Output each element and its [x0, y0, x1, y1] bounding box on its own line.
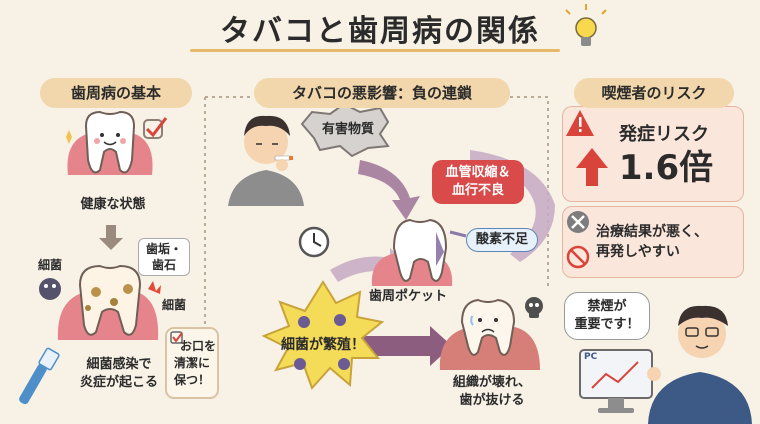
page-title: タバコと歯周病の関係 [220, 14, 540, 49]
clean-line1: お口を [179, 339, 216, 353]
bacteria2-label: 細菌 [161, 298, 186, 312]
quit-line2: 重要です！ [574, 317, 640, 332]
bacteria-multiply-label: 細菌が繁殖！ [281, 337, 365, 353]
vasoconstriction-badge: 血管収縮＆ 血行不良 [432, 160, 524, 204]
result-line1: 組織が壊れ、 [452, 375, 532, 390]
section-risk-header: 喫煙者のリスク [574, 78, 734, 108]
pocket-tooth-icon [371, 218, 453, 286]
plaque-line2: 歯石 [151, 258, 176, 272]
clean-line2: 清潔に [173, 356, 210, 370]
doctor-illustration [647, 305, 752, 424]
up-arrow-icon [576, 148, 608, 186]
periodontal-pocket-label: 歯周ポケット [368, 289, 447, 304]
monitor-label: PC [584, 352, 598, 362]
oxygen-shortage-badge: 酸素不足 [466, 228, 538, 252]
vaso-line1: 血管収縮＆ [445, 165, 511, 180]
section-basics-header: 歯周病の基本 [40, 78, 192, 108]
tissue-destroyed-text: 組織が壊れ、 歯が抜ける [436, 374, 548, 410]
harmful-substance-label: 有害物質 [321, 122, 374, 137]
skull-icon [525, 297, 543, 318]
toothbrush-icon [19, 347, 60, 405]
warning-icon [566, 110, 594, 136]
diseased-tooth-icon [57, 264, 159, 340]
clock-icon [298, 226, 330, 258]
monitor-icon [579, 349, 653, 413]
healthy-tooth-icon [67, 110, 153, 175]
bacteria-burst [261, 280, 385, 390]
quit-smoking-bubble: 禁煙が 重要です！ [564, 292, 650, 340]
prohibited-icon [566, 245, 590, 269]
quit-line1: 禁煙が [587, 299, 627, 314]
inflammation-line1: 細菌感染で [86, 357, 152, 372]
result-line2: 歯が抜ける [459, 393, 525, 408]
title-underline [190, 49, 560, 52]
vaso-line2: 血行不良 [451, 183, 504, 198]
clean-mouth-note: お口を 清潔に 保つ！ [166, 338, 218, 389]
healthy-label: 健康な状態 [80, 197, 146, 212]
sad-tooth-icon [439, 298, 540, 370]
clean-line3: 保つ！ [173, 373, 210, 387]
lightbulb-icon [565, 4, 607, 46]
treat-line1: 治療結果が悪く、 [596, 224, 708, 240]
onset-risk-label: 発症リスク [619, 124, 709, 145]
smoker-illustration [228, 115, 304, 206]
section-effects-header: タバコの悪影響：負の連鎖 [254, 78, 510, 108]
treat-line2: 再発しやすい [596, 244, 680, 260]
plaque-tag: 歯垢・ 歯石 [138, 238, 190, 276]
cross-icon [567, 211, 589, 233]
plaque-line1: 歯垢・ [145, 242, 182, 256]
onset-risk-value: 1.6倍 [618, 148, 714, 188]
treatment-text: 治療結果が悪く、 再発しやすい [596, 222, 740, 262]
inflammation-line2: 炎症が起こる [79, 375, 158, 390]
bacteria-label: 細菌 [37, 258, 62, 272]
inflammation-text: 細菌感染で 炎症が起こる [64, 356, 174, 392]
